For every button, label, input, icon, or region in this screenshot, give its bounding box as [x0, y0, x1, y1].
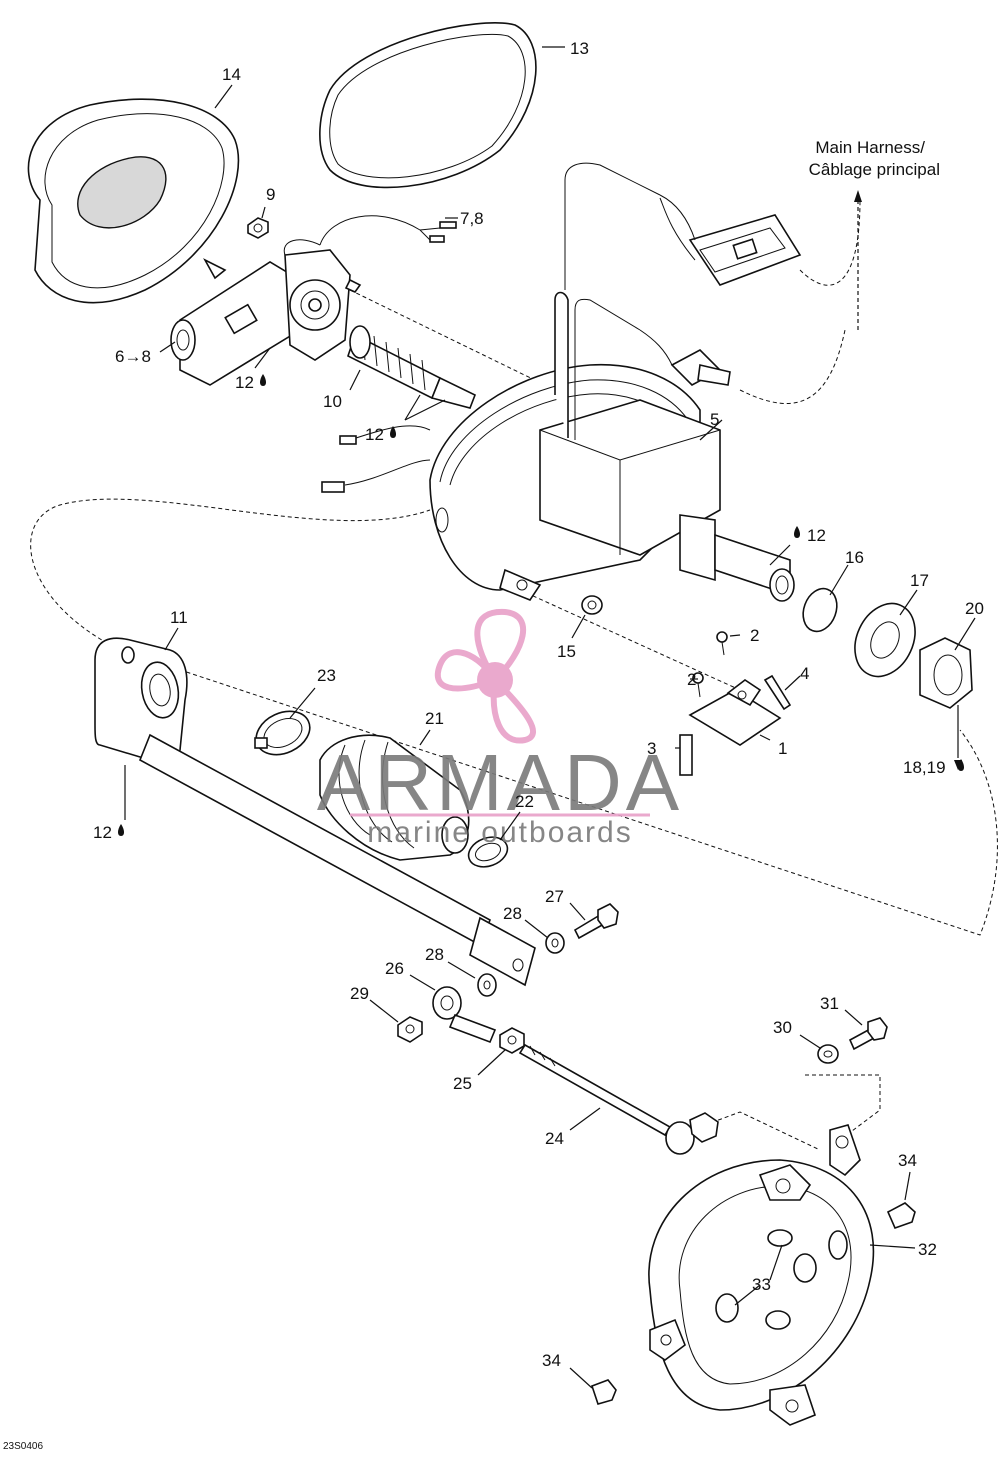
callout-15: 15 [557, 642, 576, 661]
assembly-guides [30, 199, 998, 1151]
harness-note: Main Harness/ Câblage principal [809, 138, 940, 330]
callout-30: 30 [773, 1018, 792, 1037]
callout-13: 13 [570, 39, 589, 58]
callout-14: 14 [222, 65, 241, 84]
nut-20 [919, 637, 973, 709]
cable-24 [518, 1043, 719, 1155]
drop-icon [958, 759, 964, 771]
rod [138, 733, 536, 987]
clamp-23 [254, 710, 311, 756]
drop-icon [118, 824, 124, 836]
callout-16: 16 [845, 548, 864, 567]
callout-31: 31 [820, 994, 839, 1013]
washer-30 [817, 1044, 839, 1064]
boot-21 [319, 734, 470, 861]
callout-34-b: 34 [542, 1351, 561, 1370]
harness-line-1: Main Harness/ [815, 138, 925, 157]
callout-12-a: 12 [235, 373, 254, 392]
actuator-housing [321, 162, 721, 601]
callout-11: 11 [170, 608, 188, 627]
callout-26: 26 [385, 959, 404, 978]
screw-34 [590, 1202, 916, 1405]
nut-9 [247, 217, 269, 239]
drop-icon [794, 526, 800, 538]
connector-main [659, 194, 802, 286]
cover-14 [27, 98, 240, 304]
grommet-15 [581, 595, 603, 615]
callout-10: 10 [323, 392, 342, 411]
spring-4 [763, 674, 792, 711]
bolt-27 [573, 903, 619, 940]
callout-27: 27 [545, 887, 564, 906]
watermark-tagline: marine outboards [367, 816, 632, 849]
callout-7-8: 7,8 [460, 209, 484, 228]
callout-2-b: 2 [687, 670, 696, 689]
callout-9: 9 [266, 185, 275, 204]
motor-6-8 [170, 215, 457, 386]
callout-12-d: 12 [93, 823, 112, 842]
arrow-up-icon [854, 190, 862, 202]
leader-lines [124, 46, 976, 1389]
drop-icon [390, 426, 396, 438]
worm-gear-10 [347, 325, 477, 409]
callout-4: 4 [800, 664, 809, 683]
washer-28 [477, 932, 565, 997]
lube-drop-icons [118, 374, 964, 836]
figure-code: 23S0406 [3, 1441, 43, 1452]
bolt-31 [848, 1017, 888, 1051]
nut-29 [397, 1016, 423, 1043]
callout-2-a: 2 [750, 626, 759, 645]
connector-secondary [639, 329, 731, 386]
harness-line-2: Câblage principal [809, 160, 940, 179]
screw-2 [692, 631, 728, 698]
callout-1: 1 [778, 739, 787, 758]
clamp-22 [467, 836, 509, 868]
watermark: ARMADA marine outboards [317, 608, 683, 849]
callout-21: 21 [425, 709, 444, 728]
callout-12-c: 12 [807, 526, 826, 545]
callout-20: 20 [965, 599, 984, 618]
watermark-brand: ARMADA [317, 738, 683, 827]
nut-25 [499, 1027, 525, 1054]
propeller-logo-icon [435, 608, 536, 744]
callout-28-b: 28 [425, 945, 444, 964]
washer-17 [854, 602, 916, 678]
ring-mount-32 [648, 1124, 875, 1426]
callout-5: 5 [710, 410, 719, 429]
callouts: 13 14 9 7,8 6→8 12 10 12 5 12 16 17 20 1… [93, 39, 984, 1370]
callout-18-19: 18,19 [903, 758, 946, 777]
callout-22: 22 [515, 792, 534, 811]
pin-3 [679, 734, 693, 776]
bracket-1 [688, 679, 782, 746]
callout-33: 33 [752, 1275, 771, 1294]
rod-end-26 [432, 986, 497, 1044]
callout-34-a: 34 [898, 1151, 917, 1170]
callout-28-a: 28 [503, 904, 522, 923]
callout-3: 3 [647, 739, 656, 758]
callout-24: 24 [545, 1129, 564, 1148]
drop-icon [260, 374, 266, 386]
callout-29: 29 [350, 984, 369, 1003]
callout-12-b: 12 [365, 425, 384, 444]
mount-11 [94, 637, 188, 763]
callout-23: 23 [317, 666, 336, 685]
callout-32: 32 [918, 1240, 937, 1259]
output-shaft [679, 514, 795, 602]
callout-25: 25 [453, 1074, 472, 1093]
callout-6-8: 6→8 [115, 347, 151, 366]
callout-17: 17 [910, 571, 929, 590]
seal-ring-13 [319, 22, 537, 189]
o-ring-16 [802, 587, 838, 633]
